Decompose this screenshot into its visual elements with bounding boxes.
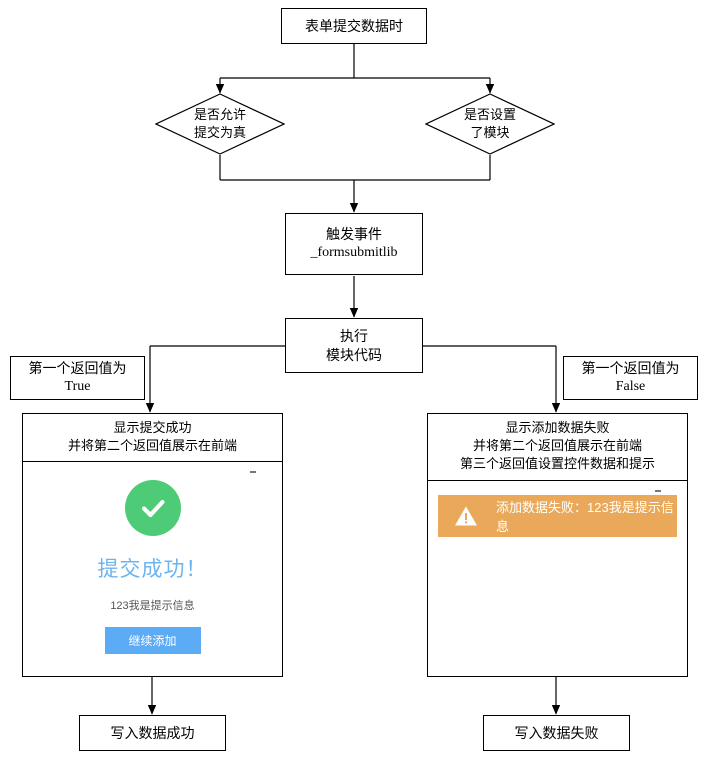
panel-header-line1: 显示添加数据失败 bbox=[505, 420, 610, 435]
node-label-line2: _formsubmitlib bbox=[310, 245, 398, 260]
node-label: 写入数据失败 bbox=[514, 724, 599, 741]
panel-success-header: 显示提交成功 并将第二个返回值展示在前端 bbox=[23, 414, 282, 463]
decision-label-line2: 提交为真 bbox=[193, 125, 246, 140]
error-mock-screen: 添加数据失败：123我是提示信息 bbox=[428, 481, 687, 537]
alert-banner[interactable]: 添加数据失败：123我是提示信息 bbox=[438, 494, 677, 537]
panel-header-line2: 并将第二个返回值展示在前端 bbox=[472, 438, 642, 454]
decision-module-configured[interactable]: 是否设置 了模块 bbox=[425, 93, 555, 155]
warning-triangle-icon bbox=[454, 505, 478, 527]
label-first-return-false: 第一个返回值为 False bbox=[563, 356, 698, 400]
panel-error-body: 添加数据失败：123我是提示信息 bbox=[428, 480, 687, 676]
decision-label-line1: 是否允许 bbox=[193, 107, 246, 123]
success-mock-screen: 提交成功！ 123我是提示信息 继续添加 bbox=[23, 462, 282, 655]
node-label-line1: 触发事件 bbox=[326, 226, 382, 243]
decision-label-line1: 是否设置 bbox=[463, 107, 516, 123]
branch-label-value: False bbox=[615, 379, 646, 394]
node-form-submit-start[interactable]: 表单提交数据时 bbox=[281, 8, 427, 44]
panel-success-body: 提交成功！ 123我是提示信息 继续添加 bbox=[23, 462, 282, 676]
diamond-shape bbox=[155, 93, 285, 155]
success-message: 123我是提示信息 bbox=[110, 600, 195, 613]
panel-header-line3: 第三个返回值设置控件数据和提示 bbox=[459, 456, 655, 472]
branch-label-line1: 第一个返回值为 bbox=[28, 360, 127, 377]
branch-label-line1: 第一个返回值为 bbox=[581, 360, 680, 377]
node-execute-module-code[interactable]: 执行 模块代码 bbox=[285, 318, 423, 373]
panel-header-line1: 显示提交成功 bbox=[113, 420, 192, 435]
check-circle-icon bbox=[124, 480, 181, 537]
check-glyph bbox=[141, 500, 165, 518]
decoration-dash bbox=[250, 471, 256, 474]
branch-label-value: True bbox=[64, 379, 91, 394]
node-label-line1: 执行 bbox=[340, 327, 368, 344]
label-first-return-true: 第一个返回值为 True bbox=[10, 356, 145, 400]
decision-label-line2: 了模块 bbox=[470, 125, 510, 140]
warning-glyph bbox=[455, 506, 477, 526]
diamond-shape bbox=[425, 93, 555, 155]
decoration-dash bbox=[655, 489, 661, 492]
decision-allow-submit-true[interactable]: 是否允许 提交为真 bbox=[155, 93, 285, 155]
node-trigger-event[interactable]: 触发事件 _formsubmitlib bbox=[285, 213, 423, 275]
node-label: 写入数据成功 bbox=[110, 724, 195, 741]
node-write-data-failure[interactable]: 写入数据失败 bbox=[483, 715, 630, 751]
continue-add-button[interactable]: 继续添加 bbox=[104, 627, 201, 655]
panel-header-line2: 并将第二个返回值展示在前端 bbox=[67, 438, 237, 454]
node-write-data-success[interactable]: 写入数据成功 bbox=[79, 715, 226, 751]
node-label: 表单提交数据时 bbox=[305, 17, 403, 34]
panel-error-header: 显示添加数据失败 并将第二个返回值展示在前端 第三个返回值设置控件数据和提示 bbox=[428, 414, 687, 481]
alert-message: 添加数据失败：123我是提示信息 bbox=[496, 499, 674, 534]
success-title: 提交成功！ bbox=[97, 558, 208, 582]
panel-error-preview: 显示添加数据失败 并将第二个返回值展示在前端 第三个返回值设置控件数据和提示 添… bbox=[427, 413, 688, 677]
node-label-line2: 模块代码 bbox=[326, 346, 382, 363]
panel-success-preview: 显示提交成功 并将第二个返回值展示在前端 提交成功！ 123我是提示信息 继续添… bbox=[22, 413, 283, 677]
